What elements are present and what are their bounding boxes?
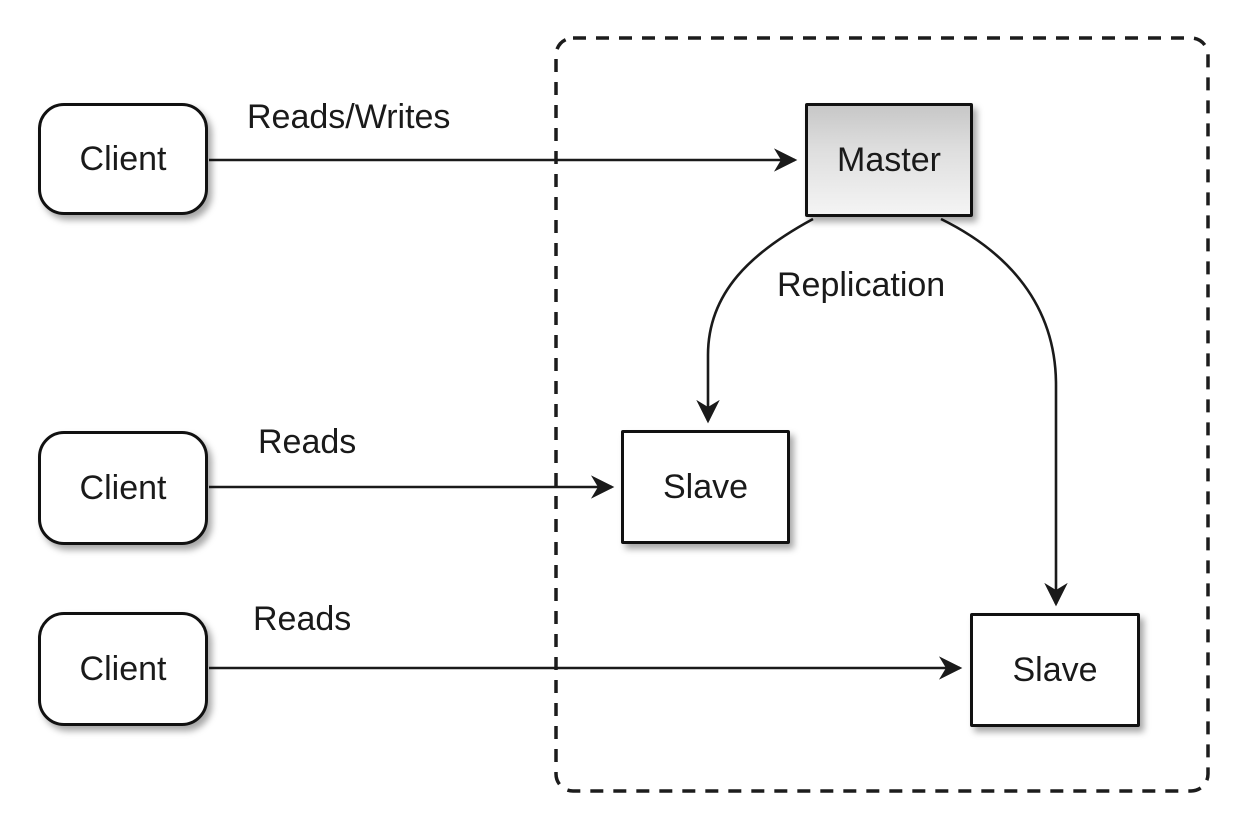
edge-label-reads-writes: Reads/Writes xyxy=(247,98,451,136)
node-slave-1: Slave xyxy=(621,430,790,544)
edge-label-reads-slave1: Reads xyxy=(258,423,357,461)
replication-curve-to-slave1 xyxy=(696,217,814,424)
node-client-2: Client xyxy=(38,431,208,545)
node-slave-2-label: Slave xyxy=(1012,650,1098,689)
node-master-label: Master xyxy=(837,140,941,179)
node-client-2-label: Client xyxy=(79,468,167,507)
node-client-3-label: Client xyxy=(79,649,167,688)
node-slave-2: Slave xyxy=(970,613,1140,727)
node-client-1: Client xyxy=(38,103,208,215)
replication-group-dashed-border xyxy=(554,36,1210,793)
edge-label-reads-slave2: Reads xyxy=(253,600,352,638)
node-client-1-label: Client xyxy=(79,139,167,178)
replication-curve-to-slave2 xyxy=(940,217,1068,607)
node-client-3: Client xyxy=(38,612,208,726)
edge-label-replication: Replication xyxy=(777,266,946,304)
node-master: Master xyxy=(805,103,973,217)
node-slave-1-label: Slave xyxy=(662,467,749,506)
